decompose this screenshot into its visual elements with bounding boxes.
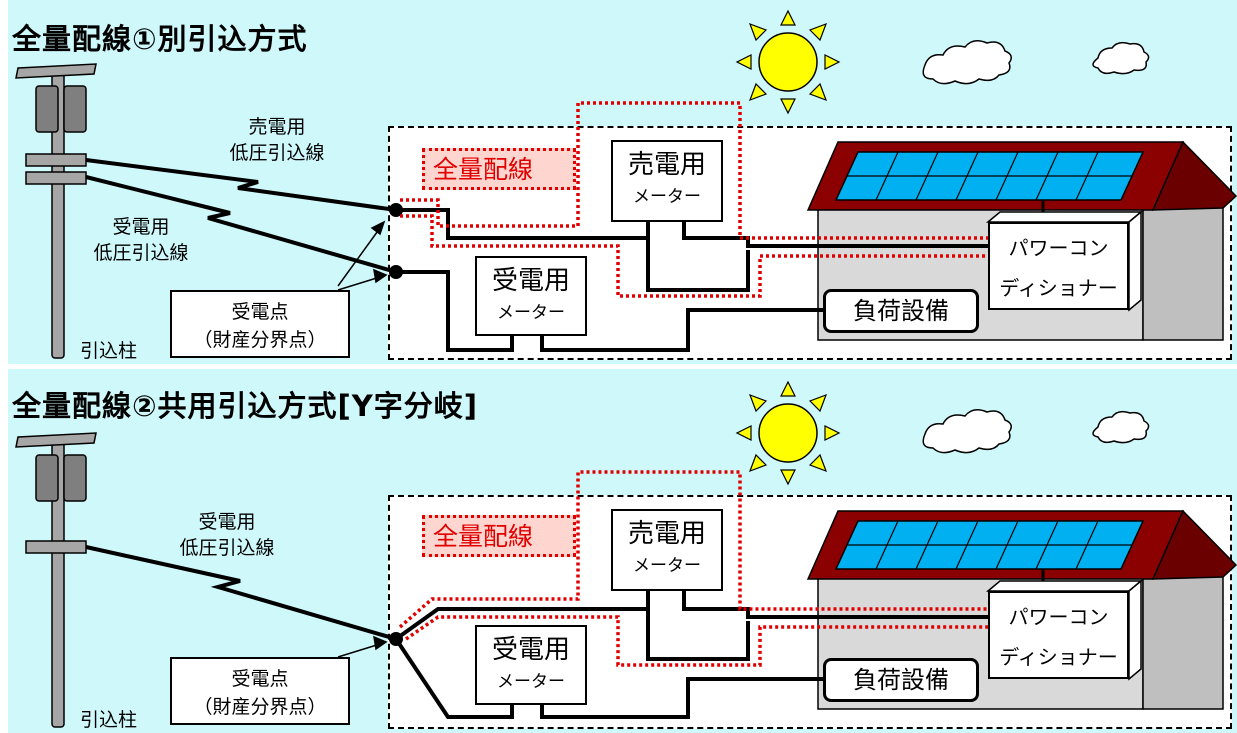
power-conditioner-box: パワーコン ディショナー [988,591,1129,679]
panel-title: 全量配線②共用引込方式[Y字分岐] [12,389,479,423]
receiving-point-box: 受電点 （財産分界点） [170,657,350,725]
utility-pole [15,63,97,359]
sell-meter-sub: メーター [633,556,701,576]
transformer-icon [63,85,87,133]
buy-service-drop-line [85,175,397,274]
sell-meter-box: 売電用 メーター [611,140,723,222]
full-wiring-path [400,101,988,240]
buy-meter-title: 受電用 [491,635,570,665]
pole-label: 引込柱 [80,340,138,362]
full-wiring-path [400,214,988,298]
buy-service-drop-line [85,545,397,641]
load-equipment-box: 負荷設備 [823,289,979,333]
panel-shared-service: 全量配線②共用引込方式[Y字分岐] 受電用 低圧引込線 引込柱 受電点 （財産分… [8,369,1237,733]
cloud-icon [922,409,1012,454]
buy-cable-label: 受電用 低圧引込線 [93,216,189,264]
panel-title: 全量配線①別引込方式 [12,22,308,56]
buy-meter-box: 受電用 メーター [475,625,587,705]
transformer-icon [63,454,87,502]
sun-icon [735,380,841,486]
receiving-point-box: 受電点 （財産分界点） [170,290,350,358]
sell-meter-title: 売電用 [627,519,706,549]
cloud-icon [1092,41,1150,75]
sun-icon [735,9,841,115]
transformer-icon [35,454,59,502]
transformer-icon [35,85,59,133]
sell-cable-label: 売電用 低圧引込線 [229,116,325,164]
sell-meter-box: 売電用 メーター [611,509,723,591]
wiring [394,589,988,719]
full-wiring-path [398,470,988,629]
full-wiring-label: 全量配線 [422,148,576,190]
power-conditioner-box: パワーコン ディショナー [988,222,1129,310]
buy-meter-title: 受電用 [491,266,570,296]
utility-pole [15,432,97,728]
panel-separate-service: 全量配線①別引込方式 売電用 低圧引込線 受電用 低圧引込線 引込柱 受電点 （… [8,0,1237,364]
cloud-icon [922,40,1012,85]
buy-meter-sub: メーター [497,303,565,323]
cloud-icon [1092,410,1150,444]
sell-meter-sub: メーター [633,187,701,207]
solar-panel-icon [834,151,1145,201]
buy-cable-label: 受電用 低圧引込線 [179,511,275,559]
full-wiring-path [405,615,988,667]
pole-label: 引込柱 [80,709,138,731]
full-wiring-label: 全量配線 [422,515,576,557]
solar-panel-icon [834,520,1145,570]
load-equipment-box: 負荷設備 [823,658,979,702]
sell-service-drop-line [85,158,397,212]
buy-meter-sub: メーター [497,672,565,692]
sell-meter-title: 売電用 [627,150,706,180]
buy-meter-box: 受電用 メーター [475,256,587,336]
